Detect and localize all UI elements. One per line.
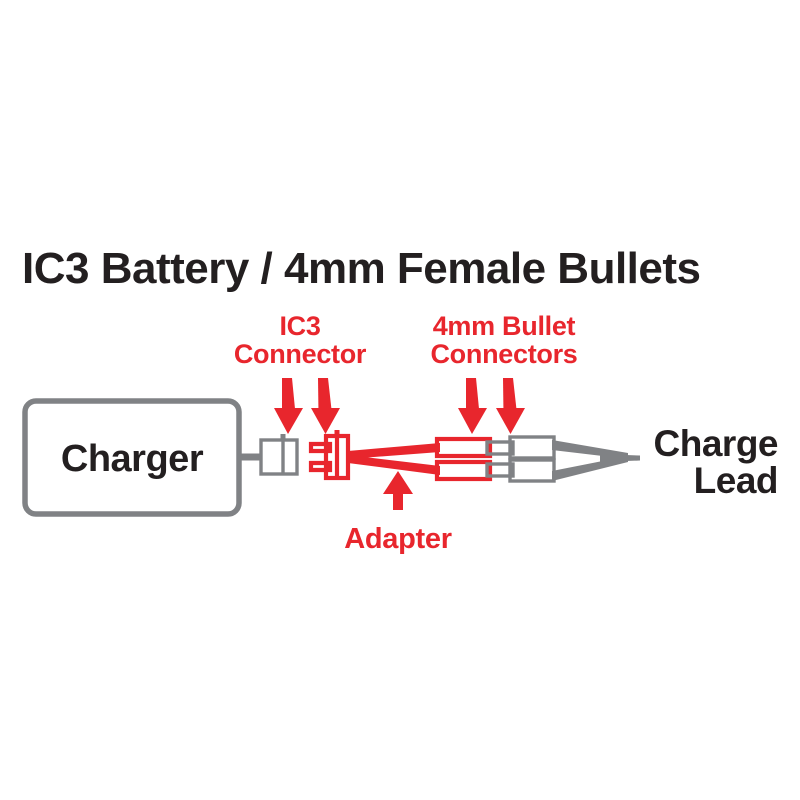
arrow-down-icon [496, 378, 525, 434]
bullet-gray-lower-body [508, 458, 556, 483]
charge-lead-line1: Charge [654, 423, 778, 464]
ic3-connector-gray [259, 434, 299, 476]
ic3-red-prong-lower [308, 460, 333, 473]
ic3-red-prong-upper [308, 441, 333, 454]
charge-lead-line2: Lead [694, 460, 778, 501]
charger-output-wire [239, 453, 261, 461]
ic3-gray-body [259, 438, 299, 476]
adapter-wire-upper [348, 443, 440, 459]
page-title: IC3 Battery / 4mm Female Bullets [22, 244, 700, 293]
charge-lead-wire-lower [552, 456, 628, 481]
bullet-gray-lower-pin [485, 462, 515, 478]
callout-ic3-line2: Connector [234, 339, 367, 369]
arrow-up-icon [383, 471, 413, 510]
callout-bullet-line1: 4mm Bullet [433, 311, 576, 341]
adapter-label: Adapter [344, 523, 451, 555]
arrow-down-icon [458, 378, 487, 434]
charge-lead-wire-merged [600, 454, 640, 462]
charge-lead-wire-upper [552, 440, 628, 459]
arrow-down-icon [274, 378, 303, 434]
bullet-gray-upper-pin [485, 440, 515, 456]
adapter-wire-lower [348, 455, 440, 475]
bullet-connectors-red [434, 436, 493, 482]
callout-ic3-line1: IC3 [279, 311, 320, 341]
callout-adapter: Adapter [344, 471, 452, 555]
charge-lead-wires [552, 440, 640, 481]
bullet-red-upper [434, 436, 493, 459]
bullet-red-lower [434, 459, 493, 482]
charge-lead-label: Charge Lead [654, 423, 779, 501]
callout-bullet-connectors: 4mm Bullet Connectors [430, 311, 578, 434]
charger-box: Charger [22, 398, 242, 517]
callout-bullet-line2: Connectors [430, 339, 577, 369]
ic3-gray-tab [280, 434, 286, 441]
callout-ic3-connector: IC3 Connector [234, 311, 367, 434]
arrow-down-icon [311, 378, 340, 434]
ic3-red-tab [334, 430, 340, 437]
bullet-gray-upper-body [508, 435, 556, 460]
charger-label: Charger [61, 438, 204, 480]
adapter-wires [348, 443, 440, 475]
bullet-connectors-gray [485, 435, 556, 483]
ic3-connector-red [308, 430, 351, 481]
